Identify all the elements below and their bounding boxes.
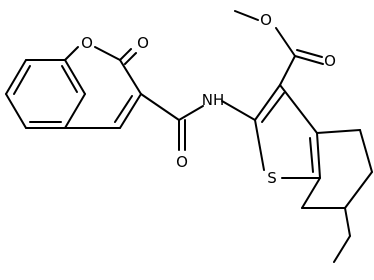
amide-nh-label: NH (202, 91, 225, 109)
bond (119, 93, 142, 129)
coumarin-pyranone-ring (64, 46, 142, 129)
cyclohexene-ring (301, 129, 373, 209)
ester-carbonyl-oxygen-label: O (324, 52, 336, 70)
bond (279, 84, 318, 134)
bond (344, 207, 351, 237)
bond (254, 119, 265, 171)
amide-linker (140, 93, 256, 151)
bond (119, 59, 142, 95)
bond (333, 235, 351, 263)
ethyl-group (333, 207, 351, 263)
ester-ether-oxygen-label: O (260, 11, 272, 29)
bond (279, 55, 296, 86)
bond (294, 55, 324, 65)
methyl-ester-group (234, 10, 324, 86)
bond (178, 105, 204, 121)
bond (221, 100, 256, 121)
bond (119, 48, 132, 61)
double-bond-inner (261, 92, 285, 123)
bond (359, 129, 373, 173)
double-bond-inner (114, 95, 133, 123)
bond (301, 177, 321, 209)
lactone-carbonyl-oxygen-label: O (137, 34, 149, 52)
bond (275, 27, 296, 57)
thiophene-ring (254, 84, 321, 179)
ring-oxygen-label: O (81, 34, 93, 52)
bond (64, 93, 86, 129)
bond (316, 132, 321, 179)
double-bond-inner (309, 137, 314, 173)
bond (140, 93, 180, 121)
amide-carbonyl-oxygen-label: O (176, 153, 188, 171)
bond (234, 10, 259, 21)
bond (94, 46, 121, 61)
bond (5, 93, 27, 129)
bond (64, 46, 79, 61)
atom-labels: O O O NH S O O (81, 11, 336, 187)
bond (316, 129, 361, 134)
double-bond-inner (13, 65, 31, 95)
bond (64, 59, 86, 95)
bond (254, 84, 281, 121)
double-bond-inner (61, 65, 78, 93)
bond (5, 59, 27, 95)
thiophene-sulfur-label: S (267, 169, 277, 187)
coumarin-benzene-ring (5, 59, 86, 129)
bond (296, 49, 323, 58)
bond (124, 52, 137, 65)
bond (344, 171, 373, 209)
